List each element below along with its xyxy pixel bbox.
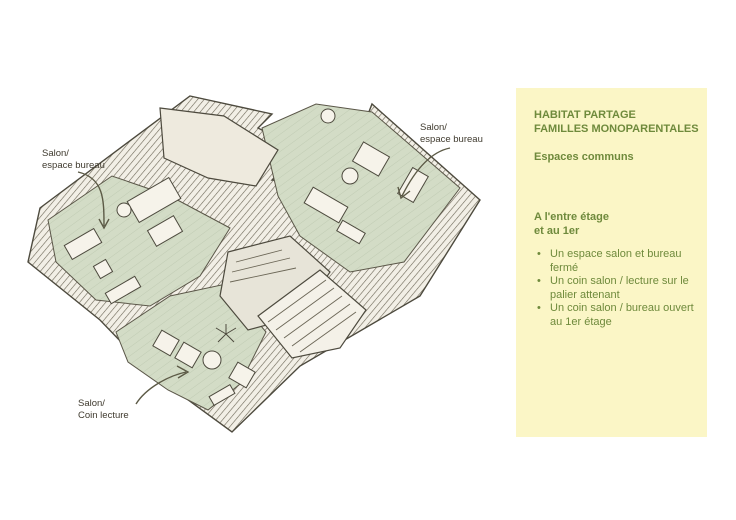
reading-chair-b: [174, 341, 202, 369]
bookshelf: [208, 383, 236, 407]
panel-title-line1: HABITAT PARTAGE: [534, 109, 636, 121]
pot: [320, 108, 336, 124]
list-item: Un coin salon / lecture sur le palier at…: [537, 275, 707, 302]
left-room-furniture: [63, 176, 184, 305]
callout-bottom-label: Salon/ Coin lecture: [78, 398, 129, 421]
inner-rooms: [159, 107, 367, 359]
landing-furniture: [152, 324, 256, 407]
callout-left-label: Salon/ espace bureau: [42, 148, 105, 171]
floor-areas: [47, 103, 461, 411]
panel-heading: A l'entre étage et au 1er: [534, 211, 609, 237]
side-table: [341, 167, 359, 185]
desk: [63, 227, 103, 261]
plant-leaves: [215, 324, 237, 343]
round-table: [202, 350, 222, 370]
arrow-right: [401, 147, 451, 197]
arrow-left-head: [98, 218, 110, 230]
callout-arrows: [77, 147, 451, 405]
arrow-bottom: [135, 371, 187, 405]
arrow-left: [77, 171, 105, 227]
callout-right-label: Salon/ espace bureau: [420, 122, 483, 145]
list-item: Un espace salon et bureau fermé: [537, 248, 707, 275]
reading-chair-c: [228, 361, 256, 389]
upper-salon-floor: [261, 103, 461, 273]
left-salon-floor: [47, 175, 231, 307]
work-desk: [303, 186, 349, 224]
bench: [104, 275, 142, 305]
chair: [92, 258, 114, 280]
storage-room: [159, 107, 279, 187]
shelving: [336, 219, 366, 245]
panel-title-line2: FAMILLES MONOPARENTALES: [534, 123, 699, 135]
isometric-floor-plan: [27, 95, 481, 433]
stair-treads: [229, 249, 357, 353]
sofa: [126, 176, 182, 224]
info-panel: HABITAT PARTAGE FAMILLES MONOPARENTALES …: [516, 88, 707, 437]
staircase-lower: [257, 269, 367, 359]
arrow-bottom-head: [176, 365, 190, 379]
plant: [116, 202, 132, 218]
upper-room-furniture: [303, 108, 429, 245]
armchair: [351, 141, 391, 177]
coffee-table: [146, 215, 184, 247]
reading-chair-a: [152, 329, 180, 357]
feature-list: Un espace salon et bureau fermé Un coin …: [534, 248, 707, 329]
panel-subtitle: Espaces communs: [534, 151, 634, 163]
list-item: Un coin salon / bureau ouvert au 1er éta…: [537, 302, 707, 329]
arrow-right-head: [397, 186, 411, 200]
